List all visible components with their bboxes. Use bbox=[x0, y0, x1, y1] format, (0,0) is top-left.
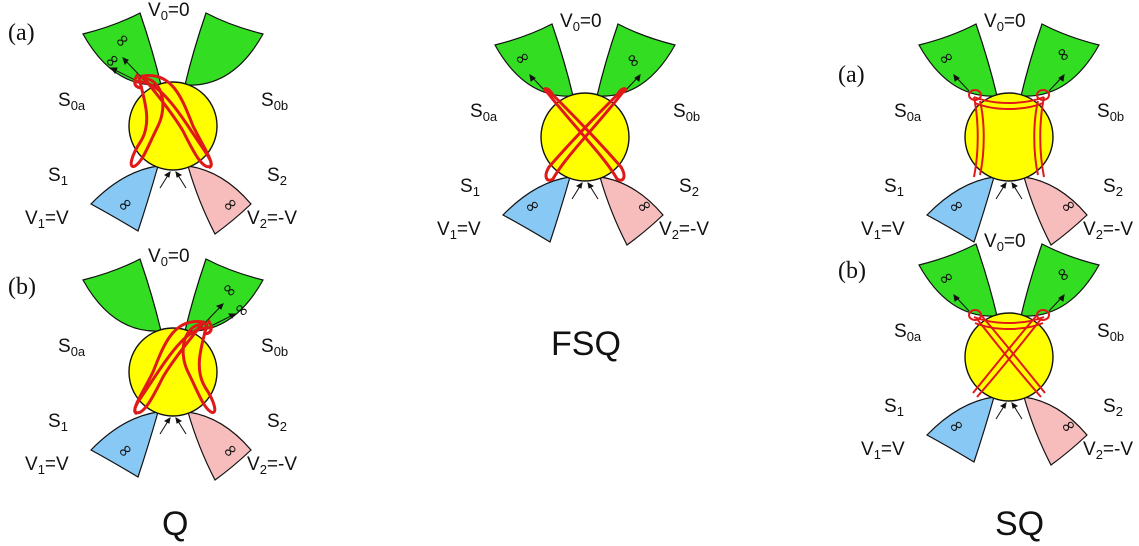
fsq-s0b-label: S0b bbox=[673, 101, 700, 124]
sq-b-s2-label: S2 bbox=[1103, 396, 1123, 419]
q-b-v2-label: V2=-V bbox=[247, 454, 297, 477]
fsq-panel: ∞ ∞ ∞ ∞ bbox=[494, 23, 676, 246]
q-a-v1-label: V1=V bbox=[25, 208, 69, 231]
sq-a-s0a-label: S0a bbox=[894, 101, 922, 124]
q-a-s0b-label: S0b bbox=[261, 90, 288, 113]
q-panel-a-tag: (a) bbox=[8, 20, 35, 46]
sq-a-v2-label: V2=-V bbox=[1083, 219, 1133, 242]
q-panel-b-tag: (b) bbox=[8, 274, 36, 300]
q-panel-b: ∞ ∞ ∞ ∞ bbox=[82, 258, 264, 481]
q-b-s0b-label: S0b bbox=[261, 336, 288, 359]
q-a-s0a-label: S0a bbox=[58, 90, 86, 113]
fsq-s1-label: S1 bbox=[460, 176, 480, 199]
sq-b-v1-label: V1=V bbox=[861, 439, 905, 462]
q-b-v0-label: V0=0 bbox=[148, 246, 190, 269]
sq-panel-b-tag: (b) bbox=[838, 258, 866, 284]
sq-panel-a-tag: (a) bbox=[838, 62, 865, 88]
fsq-v0-label: V0=0 bbox=[560, 11, 602, 34]
sq-panel-b: ∞ ∞ ∞ ∞ bbox=[918, 243, 1100, 466]
sq-b-s0b-label: S0b bbox=[1097, 321, 1124, 344]
q-b-s0a-label: S0a bbox=[58, 336, 86, 359]
sq-a-s0b-label: S0b bbox=[1097, 101, 1124, 124]
q-a-s1-label: S1 bbox=[48, 165, 68, 188]
fsq-v2-label: V2=-V bbox=[659, 219, 709, 242]
fsq-s0a-label: S0a bbox=[470, 101, 498, 124]
sq-b-v0-label: V0=0 bbox=[984, 231, 1026, 254]
sq-b-v2-label: V2=-V bbox=[1083, 439, 1133, 462]
sq-a-v0-label: V0=0 bbox=[984, 11, 1026, 34]
caption-sq: SQ bbox=[995, 505, 1044, 543]
q-a-v0-label: V0=0 bbox=[148, 0, 190, 23]
q-b-s1-label: S1 bbox=[48, 411, 68, 434]
q-a-v2-label: V2=-V bbox=[247, 208, 297, 231]
caption-q: Q bbox=[162, 505, 188, 543]
q-b-v1-label: V1=V bbox=[25, 454, 69, 477]
q-panel-a: ∞ ∞ ∞ ∞ bbox=[82, 12, 264, 235]
sq-a-s1-label: S1 bbox=[884, 176, 904, 199]
sq-b-s0a-label: S0a bbox=[894, 321, 922, 344]
sq-panel-a: ∞ ∞ ∞ ∞ bbox=[918, 23, 1100, 246]
sq-a-v1-label: V1=V bbox=[861, 219, 905, 242]
sq-a-s2-label: S2 bbox=[1103, 176, 1123, 199]
sq-b-s1-label: S1 bbox=[884, 396, 904, 419]
q-b-s2-label: S2 bbox=[267, 411, 287, 434]
caption-fsq: FSQ bbox=[551, 325, 621, 363]
fsq-s2-label: S2 bbox=[679, 176, 699, 199]
fsq-v1-label: V1=V bbox=[437, 219, 481, 242]
q-a-s2-label: S2 bbox=[267, 165, 287, 188]
